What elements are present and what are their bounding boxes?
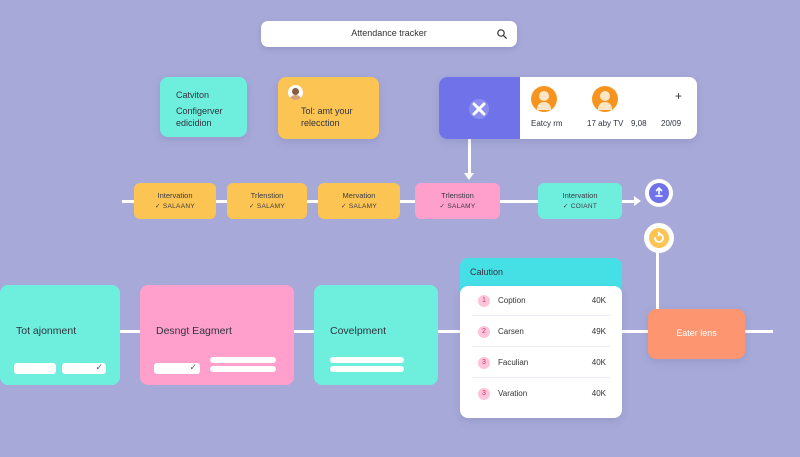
list-item-label: Varation (498, 389, 528, 398)
profile-card[interactable]: Eatcy rm 17 aby TV 9,08 20/09 + (439, 77, 697, 139)
list-item-label: Faculian (498, 358, 529, 367)
refresh-button[interactable] (644, 223, 674, 253)
search-bar[interactable]: Attendance tracker (261, 21, 517, 47)
big-card-title: Covelpment (330, 325, 387, 337)
search-text: Attendance tracker (351, 28, 427, 38)
big-card-teal-2[interactable]: Covelpment (314, 285, 438, 385)
upload-icon (649, 183, 669, 203)
list-panel-header: Calution (470, 267, 504, 277)
list-item[interactable]: 3 Varation 40K (472, 381, 610, 409)
progress-pill (330, 366, 404, 372)
list-item-number: 3 (478, 388, 490, 400)
list-item[interactable]: 2 Carsen 49K (472, 319, 610, 347)
list-item[interactable]: 1 Coption 40K (472, 288, 610, 316)
teal-card-line3: edicidion (176, 118, 212, 128)
arrow-down-icon (464, 173, 474, 180)
checkbox-pill[interactable]: ✓ (62, 362, 106, 374)
progress-pill (210, 357, 276, 363)
flow-line-vertical-right (656, 248, 659, 330)
yellow-card-line1: Tol: amt your (301, 106, 353, 116)
list-item-label: Carsen (498, 327, 524, 336)
step-title: Intervation (562, 191, 598, 200)
step-subtitle: ✓ COIANT (562, 203, 598, 210)
list-item-number: 2 (478, 326, 490, 338)
list-item-number: 3 (478, 357, 490, 369)
step-subtitle: ✓ SALAMY (248, 203, 286, 210)
list-item-value: 40K (591, 389, 606, 398)
list-item-number: 1 (478, 295, 490, 307)
big-card-pink[interactable]: Desngt Eagmert ✓ (140, 285, 294, 385)
step-title: Mervation (342, 191, 376, 200)
refresh-icon (649, 228, 669, 248)
check-icon: ✓ (95, 362, 103, 372)
end-card-title: Eater lens (676, 328, 717, 338)
profile-stat-1: 9,08 (631, 119, 647, 128)
step-subtitle: ✓ SALAMY (340, 203, 378, 210)
yellow-note-card[interactable]: Tol: amt your relecction (278, 77, 379, 139)
step-card-1[interactable]: Intervation ✓ SALAANY (134, 183, 216, 219)
orange-avatar-2 (592, 86, 618, 112)
step-card-3[interactable]: Mervation ✓ SALAMY (318, 183, 400, 219)
list-panel-body: 1 Coption 40K 2 Carsen 49K 3 Faculian 40… (460, 286, 622, 418)
step-title: Trlenstion (250, 191, 284, 200)
teal-card-line2: Configerver (176, 106, 223, 116)
step-title: Intervation (157, 191, 193, 200)
flow-line-vertical-profile (468, 139, 471, 175)
tools-icon (469, 99, 489, 119)
teal-info-card[interactable]: Catviton Configerver edicidion (160, 77, 247, 137)
step-card-5[interactable]: Intervation ✓ COIANT (538, 183, 622, 219)
step-subtitle: ✓ SALAMY (439, 203, 476, 210)
orange-avatar-1 (531, 86, 557, 112)
checkbox-pill[interactable]: ✓ (154, 362, 200, 374)
avatar (288, 85, 303, 100)
list-item-label: Coption (498, 296, 526, 305)
big-card-title: Desngt Eagmert (156, 325, 232, 337)
progress-pill (210, 366, 276, 372)
list-item-value: 49K (591, 327, 606, 336)
progress-pill (14, 363, 56, 374)
list-item-value: 40K (591, 296, 606, 305)
profile-stat-2: 20/09 (661, 119, 682, 128)
step-title: Trlenstion (441, 191, 474, 200)
progress-pill (330, 357, 404, 363)
list-panel[interactable]: Calution 1 Coption 40K 2 Carsen 49K 3 Fa… (460, 258, 622, 418)
upload-button[interactable] (645, 179, 673, 207)
teal-card-line1: Catviton (176, 90, 210, 100)
search-icon[interactable] (496, 28, 508, 40)
profile-name-2: 17 aby TV (587, 119, 624, 128)
big-card-title: Tot ajonment (16, 325, 77, 337)
list-item-value: 40K (591, 358, 606, 367)
step-card-2[interactable]: Trlenstion ✓ SALAMY (227, 183, 307, 219)
add-button[interactable]: + (675, 89, 683, 103)
yellow-card-line2: relecction (301, 118, 340, 128)
step-card-4[interactable]: Trlenstion ✓ SALAMY (415, 183, 500, 219)
step-subtitle: ✓ SALAANY (155, 203, 195, 210)
profile-logo-tile (439, 77, 520, 139)
arrow-right-icon (634, 196, 641, 206)
profile-name-1: Eatcy rm (531, 119, 563, 128)
big-card-teal[interactable]: Tot ajonment ✓ (0, 285, 120, 385)
end-card[interactable]: Eater lens (648, 309, 745, 359)
check-icon: ✓ (189, 362, 197, 372)
list-item[interactable]: 3 Faculian 40K (472, 350, 610, 378)
